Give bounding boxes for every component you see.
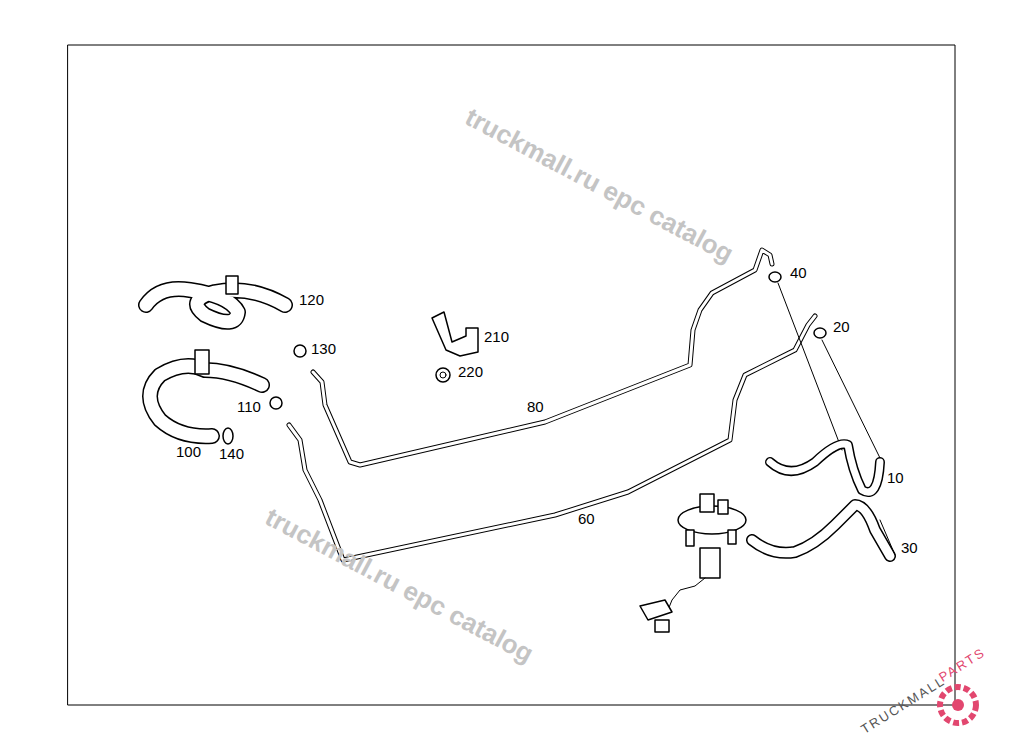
frame xyxy=(68,45,955,705)
nut xyxy=(436,368,450,382)
hose xyxy=(150,366,262,436)
logo-text: PARTS xyxy=(937,645,988,684)
callout-number: 60 xyxy=(578,511,595,526)
callout-number: 80 xyxy=(527,399,544,414)
hose xyxy=(822,340,880,458)
hose-clamp xyxy=(223,428,233,444)
callout-number: 110 xyxy=(237,399,261,414)
hose xyxy=(770,444,880,492)
hose xyxy=(146,289,285,322)
logo-gear xyxy=(952,699,964,711)
watermark: truckmall.ru epc catalog xyxy=(462,103,738,266)
fuel-pipe xyxy=(313,250,772,465)
logo-gear xyxy=(940,687,976,723)
hose xyxy=(752,505,890,556)
callout-number: 220 xyxy=(458,364,483,379)
fuel-pipe xyxy=(313,250,772,465)
hose-clamp xyxy=(270,397,282,409)
hose xyxy=(146,289,285,322)
hose-clamp xyxy=(294,345,306,357)
hose-clamp xyxy=(814,328,826,338)
hose-clamp xyxy=(195,350,209,374)
hose-clamp xyxy=(226,276,238,294)
callout-number: 100 xyxy=(176,444,201,459)
callout-number: 210 xyxy=(484,329,509,344)
hose xyxy=(150,366,262,436)
fuel-pipe xyxy=(289,316,815,560)
fuel-sender xyxy=(640,494,746,632)
hose-clamp xyxy=(769,272,781,282)
nut xyxy=(440,372,446,378)
callout-number: 30 xyxy=(901,540,918,555)
callout-number: 40 xyxy=(790,265,807,280)
hose xyxy=(880,520,895,555)
callout-number: 10 xyxy=(887,470,904,485)
fuel-pipe xyxy=(289,316,815,560)
callout-number: 140 xyxy=(219,446,244,461)
hose xyxy=(778,283,842,450)
hose xyxy=(770,444,880,492)
callout-number: 120 xyxy=(299,292,324,307)
callout-number: 20 xyxy=(833,319,850,334)
hose xyxy=(752,505,890,556)
bracket xyxy=(432,312,478,356)
callout-number: 130 xyxy=(311,341,336,356)
